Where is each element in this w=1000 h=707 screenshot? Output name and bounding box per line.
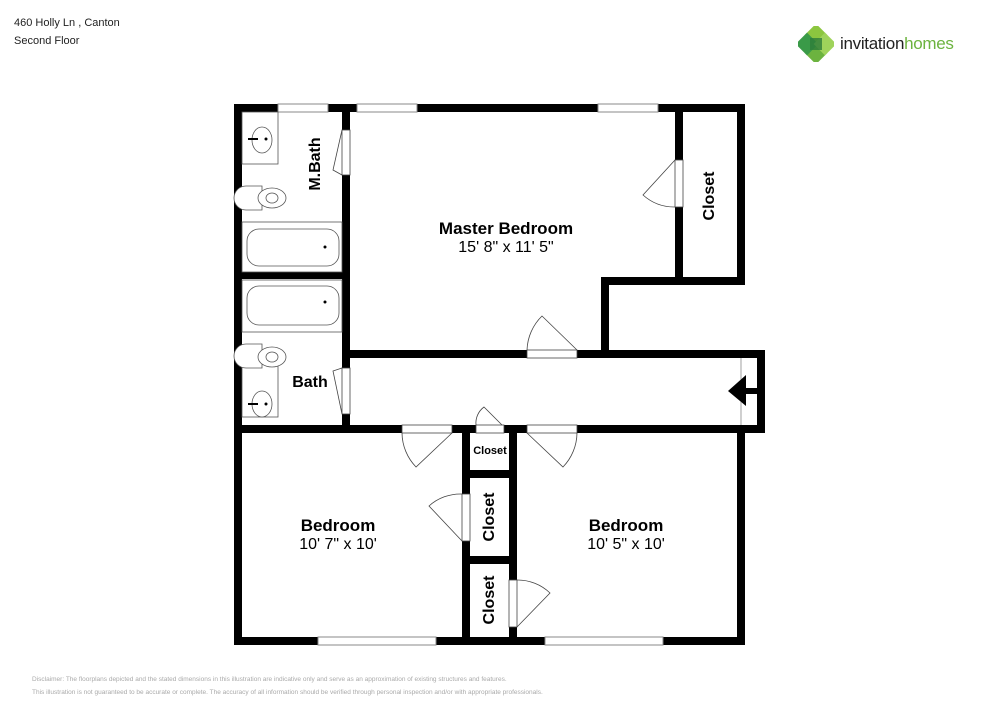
master-bedroom-label: Master Bedroom 15' 8" x 11' 5": [438, 219, 574, 256]
bath-label: Bath: [292, 374, 328, 391]
address-block: 460 Holly Ln , Canton Second Floor: [14, 14, 120, 50]
hall-closet-label: Closet: [473, 445, 507, 457]
closet-low-label: Closet: [481, 575, 498, 625]
bedroom-right-label: Bedroom 10' 5" x 10': [587, 516, 665, 553]
clover-logo-icon: [798, 26, 834, 62]
disclaimer: Disclaimer: The floorplans depicted and …: [32, 673, 543, 699]
disclaimer-line-2: This illustration is not guaranteed to b…: [32, 689, 543, 696]
master-bath-label: M.Bath: [307, 137, 324, 191]
floor-label: Second Floor: [14, 35, 80, 47]
master-closet-label: Closet: [701, 171, 718, 221]
bedroom-left-label: Bedroom 10' 7" x 10': [299, 516, 377, 553]
address-text: 460 Holly Ln , Canton: [14, 17, 120, 29]
closet-mid-label: Closet: [481, 492, 498, 542]
logo-wordmark: invitationhomes: [840, 34, 954, 53]
stairs-arrow-icon: [728, 375, 746, 406]
disclaimer-line-1: Disclaimer: The floorplans depicted and …: [32, 676, 507, 683]
invitation-homes-logo: invitationhomes: [798, 26, 954, 62]
